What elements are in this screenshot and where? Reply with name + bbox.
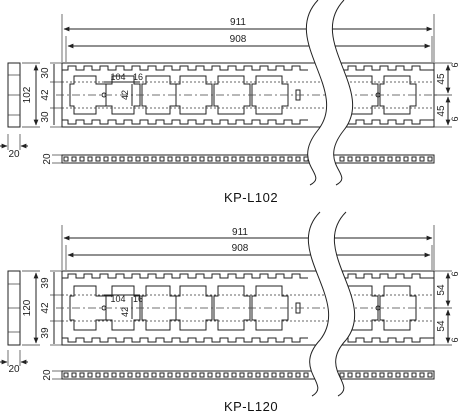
- side-thickness-label: 20: [8, 364, 20, 375]
- height-label: 120: [22, 299, 33, 316]
- overall-length-label: 911: [232, 227, 248, 238]
- right-top-label: 54: [436, 284, 447, 296]
- plate-top-view: [56, 270, 440, 346]
- inner-length-dimension: 908: [65, 34, 433, 62]
- edge-view: 20: [42, 369, 435, 381]
- plate-top-view: [56, 62, 440, 128]
- pitch-dimensions: 104 16 42: [104, 294, 143, 319]
- edge-top-label: 6: [450, 62, 460, 67]
- edge-bottom-label: 6: [450, 116, 460, 121]
- break-mark: [305, 0, 354, 186]
- right-bottom-label: 45: [436, 105, 447, 117]
- inner-length-label: 908: [232, 243, 249, 254]
- pitch-a-label: 104: [110, 294, 125, 304]
- end-view: 20 102: [0, 62, 40, 160]
- break-mark: [307, 211, 356, 397]
- diagram-kp-l120: 911 908 20 120: [0, 211, 460, 414]
- side-thickness-label: 20: [8, 149, 20, 160]
- row-mid-label: 42: [40, 89, 51, 101]
- right-bottom-label: 54: [436, 320, 447, 332]
- bottom-thickness-label: 20: [42, 153, 53, 165]
- pitch-b-label: 16: [133, 294, 143, 304]
- edge-bottom-label: 6: [450, 337, 460, 342]
- right-dimensions: 54 54 6 6: [434, 270, 460, 346]
- row-mid-label: 42: [40, 302, 51, 314]
- model-label: KP-L102: [224, 190, 278, 205]
- row-top-label: 30: [40, 67, 51, 79]
- edge-top-label: 6: [450, 271, 460, 276]
- slot-label: 42: [120, 307, 130, 317]
- end-view: 20 120: [0, 270, 40, 375]
- right-dimensions: 45 45 6 6: [434, 62, 460, 128]
- pitch-a-label: 104: [110, 72, 125, 82]
- inner-length-dimension: 908: [65, 243, 433, 270]
- right-top-label: 45: [436, 73, 447, 85]
- row-bottom-label: 30: [40, 111, 51, 123]
- overall-length-dimension: 911: [61, 225, 435, 270]
- model-label: KP-L120: [224, 399, 278, 414]
- pitch-b-label: 16: [133, 72, 143, 82]
- overall-length-label: 911: [230, 17, 246, 28]
- edge-view: 20: [42, 153, 435, 165]
- slot-label: 42: [120, 90, 130, 100]
- row-bottom-label: 39: [40, 327, 51, 339]
- diagram-kp-l102: 911 908 20 102: [0, 0, 460, 205]
- height-label: 102: [22, 86, 33, 103]
- overall-length-dimension: 911: [61, 14, 435, 62]
- inner-length-label: 908: [230, 34, 247, 45]
- row-dimensions: 30 42 30: [40, 62, 62, 128]
- row-dimensions: 39 42 39: [40, 270, 62, 346]
- row-top-label: 39: [40, 277, 51, 289]
- bottom-thickness-label: 20: [42, 369, 53, 381]
- pitch-dimensions: 104 16 42: [104, 72, 143, 106]
